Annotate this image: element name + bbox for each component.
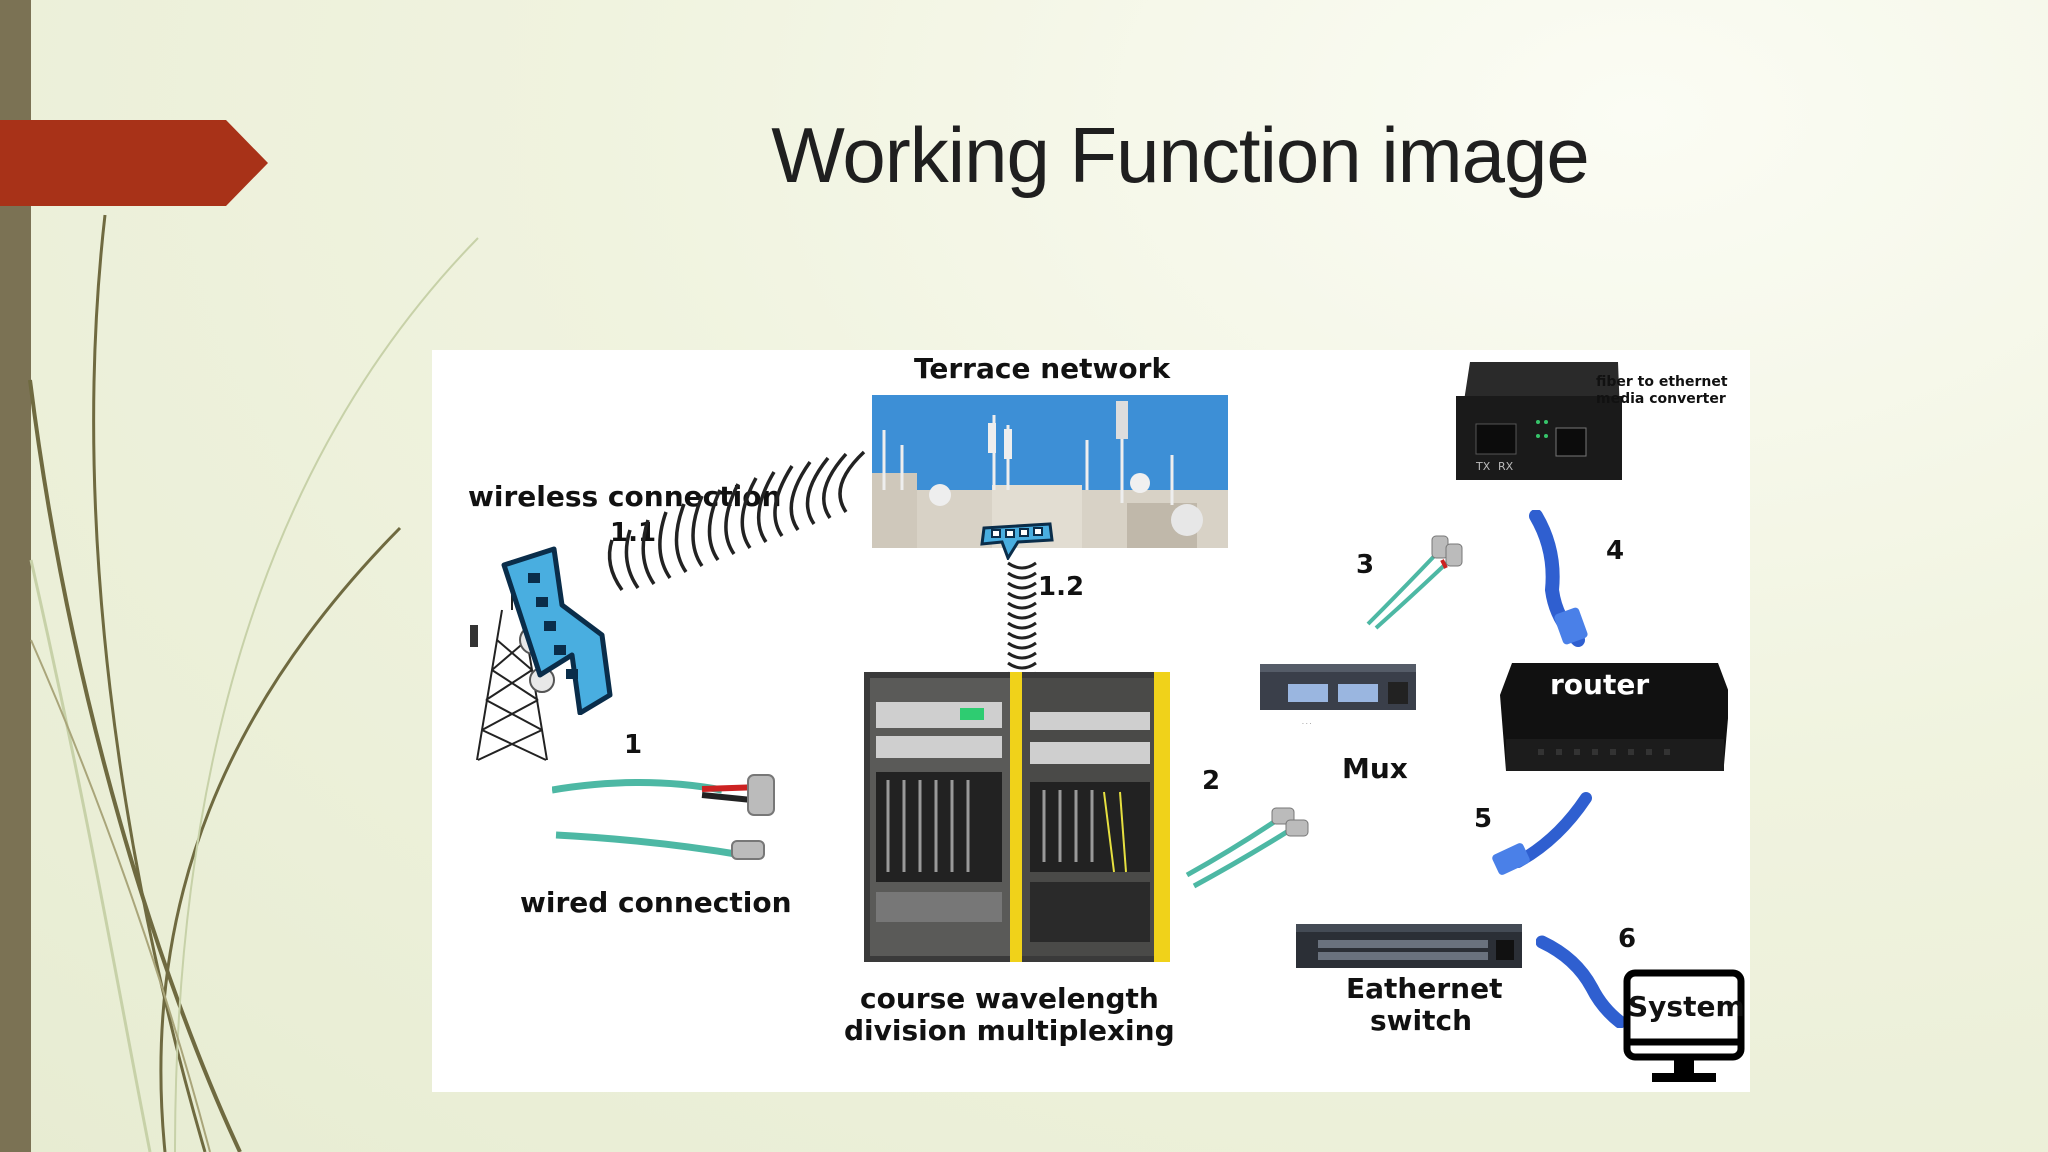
mux-label: Mux [1342,752,1408,785]
network-diagram: Terrace network [432,350,1750,1092]
step-2-label: 2 [1202,766,1221,796]
step-5-label: 5 [1474,804,1493,834]
step-1-2-label: 1.2 [1038,572,1085,602]
switch-label-line1: Eathernet [1346,972,1503,1005]
ethernet-cable-6 [1536,935,1626,1028]
step-1-label: 1 [624,730,643,760]
fiber-cable-2 [1185,807,1309,889]
converter-tx-text: TX [1475,460,1491,473]
cwdm-label-line2: division multiplexing [844,1014,1175,1047]
router-photo [1500,663,1728,771]
step-4-label: 4 [1606,536,1625,566]
mux-device-photo: · · · [1260,664,1416,728]
title-arrow-shape [0,120,268,206]
converter-label-line2: media converter [1596,391,1726,407]
decorative-curves [28,214,479,1152]
fiber-cable-wired [552,774,775,860]
wired-connection-label: wired connection [520,886,792,919]
media-converter-photo: TX RX [1456,362,1622,480]
wireless-antenna-icon [501,546,613,715]
system-monitor-icon [1623,969,1745,1082]
cwdm-rack-photo [864,672,1170,962]
system-label: System [1628,990,1745,1023]
ethernet-switch-photo [1296,924,1522,968]
fiber-cable-3 [1366,535,1463,630]
step-3-label: 3 [1356,550,1375,580]
slide-title: Working Function image [771,111,1590,199]
ethernet-cable-4 [1529,510,1588,647]
wireless-waves-diagonal [607,450,866,592]
ethernet-cable-5 [1492,792,1592,875]
wireless-waves-vertical [1007,561,1037,680]
switch-label-line2: switch [1370,1004,1473,1037]
svg-text:· · ·: · · · [1302,721,1312,728]
step-6-label: 6 [1618,924,1637,954]
converter-label-line1: fiber to ethernet [1596,374,1728,390]
converter-rx-text: RX [1498,460,1514,473]
terrace-antenna-icon [980,522,1054,560]
cwdm-label-line1: course wavelength [860,982,1159,1015]
terrace-network-label: Terrace network [914,352,1171,385]
router-label: router [1550,668,1650,701]
